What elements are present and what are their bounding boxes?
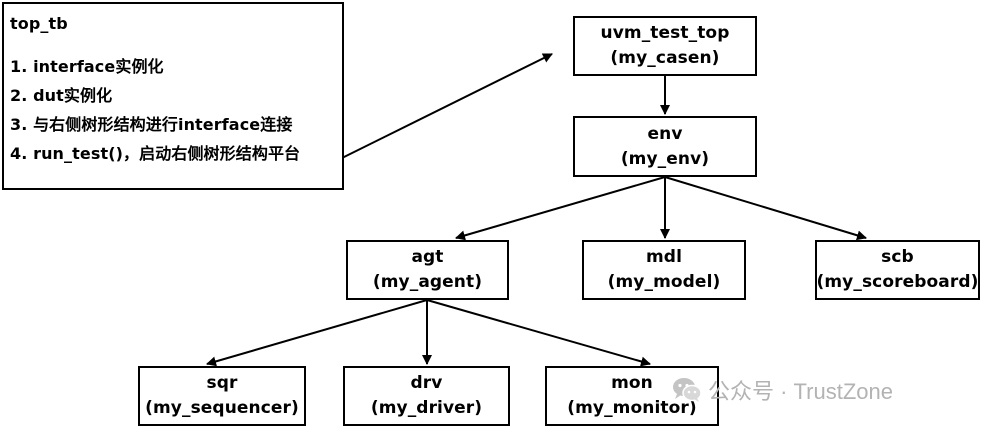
node-agt-name: agt	[411, 247, 444, 267]
top-tb-step-3: 3. 与右侧树形结构进行interface连接	[10, 115, 293, 134]
node-scb-type: (my_scoreboard)	[816, 272, 979, 292]
arrow-env-to-scb	[664, 176, 867, 241]
node-mon-name: mon	[611, 373, 653, 393]
node-env-name: env	[647, 123, 683, 144]
top-tb-step-2: 2. dut实例化	[10, 86, 113, 105]
node-sqr: sqr (my_sequencer)	[138, 366, 306, 426]
top-tb-step-4: 4. run_test()，启动右侧树形结构平台	[10, 144, 301, 163]
node-agt-type: (my_agent)	[372, 272, 483, 292]
node-uvm-test-top-name: uvm_test_top	[600, 23, 730, 43]
node-mdl-type: (my_model)	[607, 272, 721, 292]
node-scb: scb (my_scoreboard)	[815, 240, 980, 300]
top-tb-box: top_tb 1. interface实例化 2. dut实例化 3. 与右侧树…	[2, 2, 344, 190]
node-uvm-test-top-type: (my_casen)	[610, 48, 720, 68]
node-mdl-name: mdl	[645, 247, 682, 267]
node-mdl: mdl (my_model)	[582, 240, 746, 300]
node-sqr-type: (my_sequencer)	[145, 398, 299, 418]
node-drv-name: drv	[410, 373, 443, 393]
node-uvm-test-top: uvm_test_top (my_casen)	[573, 16, 757, 76]
wechat-icon	[673, 378, 702, 402]
arrow-top-tb-to-uvm-test-top	[341, 53, 553, 159]
node-scb-name: scb	[881, 247, 914, 267]
node-env: env (my_env)	[573, 116, 757, 177]
node-mon: mon (my_monitor)	[545, 366, 719, 426]
arrow-agt-to-sqr	[206, 299, 428, 367]
arrow-env-to-agt	[455, 176, 666, 241]
watermark: 公众号 · TrustZone	[672, 375, 893, 405]
node-sqr-name: sqr	[206, 373, 238, 393]
top-tb-title: top_tb	[10, 14, 68, 33]
arrow-agt-to-mon	[426, 299, 651, 367]
node-mon-type: (my_monitor)	[567, 398, 697, 418]
node-drv: drv (my_driver)	[343, 366, 510, 426]
node-env-type: (my_env)	[620, 148, 710, 169]
top-tb-step-1: 1. interface实例化	[10, 57, 164, 76]
node-agt: agt (my_agent)	[346, 240, 509, 300]
node-drv-type: (my_driver)	[370, 398, 483, 418]
watermark-text: 公众号 · TrustZone	[708, 379, 893, 404]
